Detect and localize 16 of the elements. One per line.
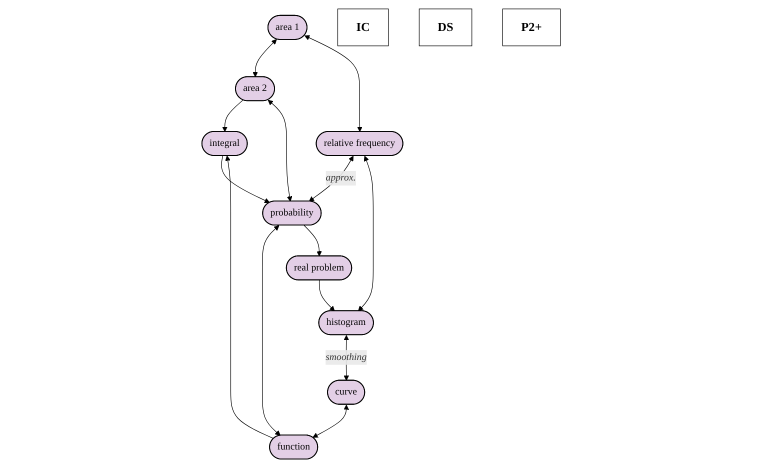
arrow bbox=[222, 155, 270, 203]
arrow bbox=[358, 156, 374, 312]
arrow bbox=[319, 280, 336, 312]
arrow bbox=[262, 225, 281, 436]
edge-label: approx. bbox=[326, 172, 356, 184]
node-box: IC bbox=[338, 8, 390, 46]
edge-label: smoothing bbox=[326, 352, 368, 362]
node-box: P2+ bbox=[502, 8, 561, 46]
node-box: DS bbox=[419, 8, 473, 46]
arrow bbox=[222, 100, 244, 132]
arrow bbox=[312, 404, 350, 438]
arrow bbox=[226, 156, 274, 439]
arrow bbox=[304, 35, 363, 132]
arrow bbox=[252, 39, 278, 78]
arrow bbox=[268, 100, 293, 202]
arrow bbox=[304, 225, 322, 256]
